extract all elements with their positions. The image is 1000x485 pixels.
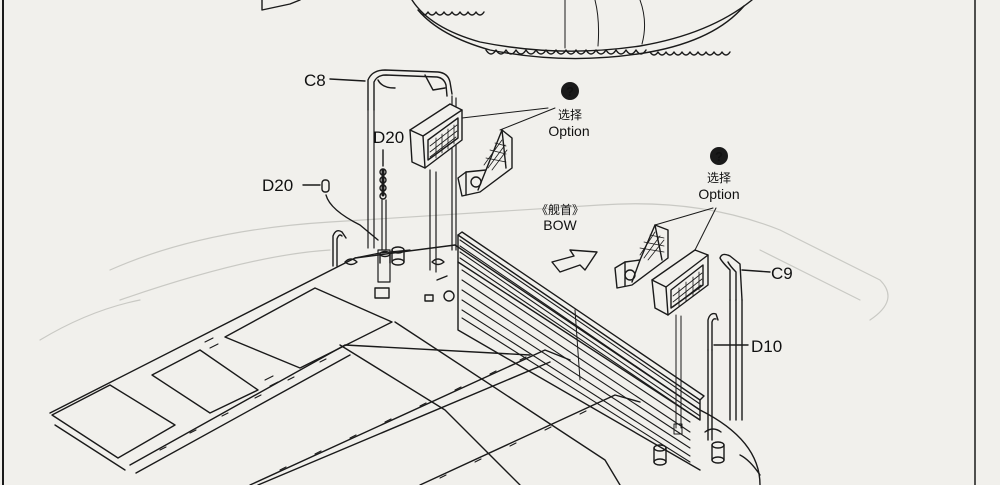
option-right-leaders <box>654 207 717 435</box>
bow-bulwark <box>457 231 705 471</box>
option-upper-symbol: ? <box>566 84 574 99</box>
dome-part <box>411 0 753 60</box>
option-right-en: Option <box>698 186 739 202</box>
label-d10: D10 <box>751 337 782 356</box>
deck-hatch-3 <box>224 287 393 369</box>
part-d20-upper <box>379 149 387 200</box>
part-d20-left <box>302 179 379 241</box>
option-part-alt-right <box>614 224 669 289</box>
dome-scallops <box>419 11 731 56</box>
option-right-cn: 选择 <box>707 171 731 185</box>
bow-direction-arrow <box>551 249 598 273</box>
option-upper-en: Option <box>548 123 589 139</box>
option-marker-upper <box>561 82 579 100</box>
deck-rivets <box>159 337 587 479</box>
deck-bitts <box>344 246 455 302</box>
option-part-box-upper <box>409 103 463 169</box>
part-c8-railing <box>329 69 453 111</box>
ghost-hull-outline <box>39 203 889 341</box>
option-marker-right <box>710 147 728 165</box>
bow-en: BOW <box>543 217 577 233</box>
option-part-box-right <box>651 249 709 316</box>
part-c9-hook <box>719 253 771 421</box>
arrow-fragment-top <box>261 0 301 11</box>
option-upper-leaders <box>461 107 556 131</box>
option-right-symbol: ? <box>715 149 723 164</box>
label-d20-left: D20 <box>262 176 293 195</box>
deck-hatch-2 <box>151 349 259 414</box>
deck <box>49 244 761 485</box>
deck-hatch-1 <box>51 384 176 459</box>
option-part-alt-upper <box>457 129 513 197</box>
bow-cn: 《舰首》 <box>536 203 584 217</box>
label-d20-upper: D20 <box>373 128 404 147</box>
part-d10-hook <box>707 312 749 441</box>
option-upper-cn: 选择 <box>558 108 582 122</box>
label-c9: C9 <box>771 264 793 283</box>
label-c8: C8 <box>304 71 326 90</box>
deck-hook-left <box>332 229 347 267</box>
